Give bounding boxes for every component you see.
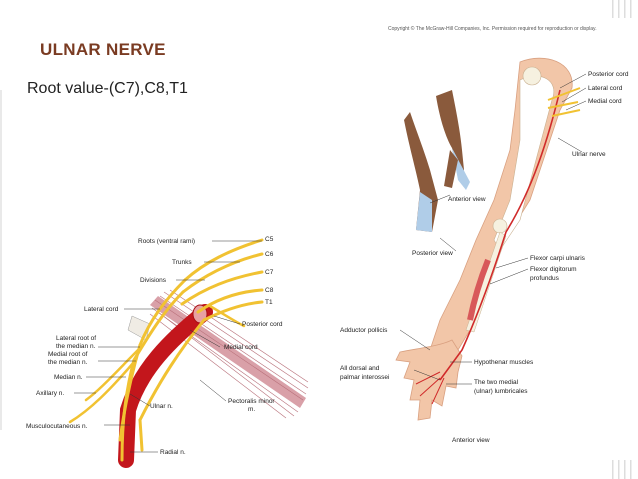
label-c6: C6 <box>265 251 274 258</box>
plexus-nerves <box>68 238 264 462</box>
label-arm-posterior-cord: Posterior cord <box>588 71 629 78</box>
label-lateral-root-1: Lateral root of <box>56 335 96 342</box>
top-right-stripes <box>612 0 632 18</box>
label-c7: C7 <box>265 269 274 276</box>
label-radial-nerve: Radial n. <box>160 449 186 456</box>
label-lateral-root-2: the median n. <box>56 343 96 350</box>
label-lumbricals-1: The two medial <box>474 379 519 386</box>
label-c8: C8 <box>265 287 274 294</box>
bottom-right-stripes <box>612 460 632 479</box>
label-flexor-digitorum-2: profundus <box>530 275 560 282</box>
label-musculocutaneous-nerve: Musculocutaneous n. <box>26 423 88 430</box>
label-medial-cord: Medial cord <box>224 344 258 351</box>
label-medial-root-1: Medial root of <box>48 351 88 358</box>
main-arm <box>395 57 581 421</box>
label-hypothenar-muscles: Hypothenar muscles <box>474 359 534 366</box>
label-lateral-cord: Lateral cord <box>84 306 119 313</box>
label-t1: T1 <box>265 299 273 306</box>
label-posterior-cord: Posterior cord <box>242 321 283 328</box>
label-arm-lateral-cord: Lateral cord <box>588 85 623 92</box>
left-border <box>0 90 2 430</box>
label-ulnar-nerve: Ulnar n. <box>150 403 173 410</box>
label-interossei-1: All dorsal and <box>340 365 380 372</box>
copyright-notice: Copyright © The McGraw-Hill Companies, I… <box>388 26 597 32</box>
arm-leader-lines <box>399 73 587 385</box>
label-interossei-2: palmar interossei <box>340 374 390 381</box>
label-arm-medial-cord: Medial cord <box>588 98 622 105</box>
label-anterior-view-small: Anterior view <box>448 196 486 203</box>
label-posterior-view: Posterior view <box>412 250 453 257</box>
label-roots: Roots (ventral rami) <box>138 238 195 245</box>
label-adductor-pollicis: Adductor pollicis <box>340 327 388 334</box>
label-trunks: Trunks <box>172 259 192 266</box>
label-axillary-nerve: Axillary n. <box>36 390 64 397</box>
label-pectoralis-minor-1: Pectoralis minor <box>228 398 275 405</box>
small-hand-views <box>404 90 470 232</box>
label-c5: C5 <box>265 236 274 243</box>
slide-subtitle: Root value-(C7),C8,T1 <box>27 80 188 97</box>
label-flexor-digitorum-1: Flexor digitorum <box>530 266 577 273</box>
plexus-leader-lines <box>74 240 262 453</box>
label-anterior-view: Anterior view <box>452 437 490 444</box>
arm-labels: Posterior cord Lateral cord Medial cord … <box>340 71 629 444</box>
label-median-nerve: Median n. <box>54 374 83 381</box>
slide-title: ULNAR NERVE <box>40 40 166 59</box>
plexus-labels: Roots (ventral rami) Trunks Divisions La… <box>26 236 283 456</box>
label-divisions: Divisions <box>140 277 167 284</box>
label-flexor-carpi-ulnaris: Flexor carpi ulnaris <box>530 255 586 262</box>
label-arm-ulnar-nerve: Ulnar nerve <box>572 151 606 158</box>
label-lumbricals-2: (ulnar) lumbricales <box>474 388 528 395</box>
label-medial-root-2: the median n. <box>48 359 88 366</box>
label-pectoralis-minor-2: m. <box>248 406 255 413</box>
